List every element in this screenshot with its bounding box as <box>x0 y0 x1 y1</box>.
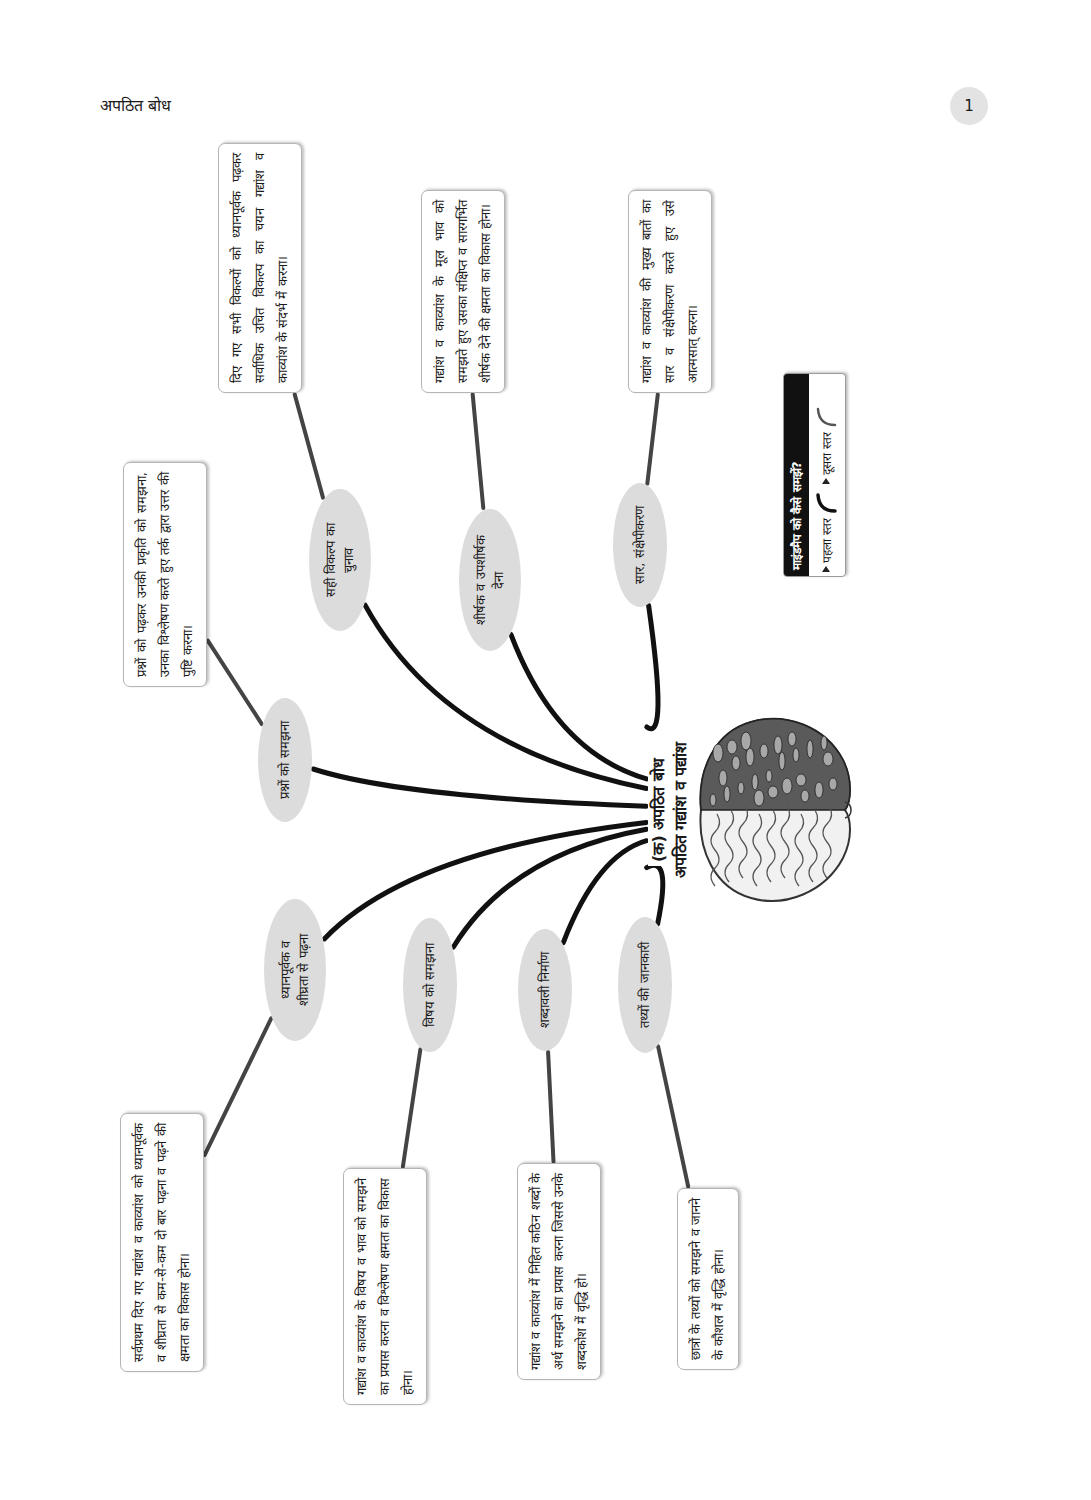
description-box: गद्यांश व काव्यांश में निहित कठिन शब्दों… <box>517 1163 601 1380</box>
page-number-circle: 1 <box>950 87 988 125</box>
main-branch-connector <box>511 635 647 779</box>
ellipse-text-wrap: शब्दावली निर्माण <box>536 952 554 1028</box>
branch-label: सही विकल्प का चुनाव <box>322 515 358 605</box>
page-number: 1 <box>964 97 974 115</box>
legend-row: पहला स्तर दूसरा स्तर <box>809 374 845 576</box>
sub-branch-connector <box>205 1018 272 1155</box>
page-header: अपठित बोध <box>100 94 171 116</box>
central-title: अपठित गद्यांश व पद्यांश <box>670 738 692 883</box>
branch-label: प्रश्नों को समझना <box>276 721 294 798</box>
description-text: गद्यांश व काव्यांश की मुख्य बातों का सार… <box>636 200 704 383</box>
description-box: प्रश्नों को पढ़कर उनकी प्रकृति को समझना,… <box>123 462 207 687</box>
branch-ellipse: सार, संक्षेपीकरण <box>613 483 667 607</box>
ellipse-text-wrap: ध्यानपूर्वक व शीघ्रता से पढ़ना <box>277 925 313 1015</box>
branch-ellipse: शीर्षक व उपशीर्षक देना <box>459 509 521 652</box>
branch-label: शब्दावली निर्माण <box>536 952 554 1028</box>
description-box: गद्यांश व काव्यांश के विषय व भाव को समझन… <box>343 1168 427 1405</box>
main-branch-connector <box>647 605 658 728</box>
main-branch-connector <box>647 865 663 924</box>
branch-label: विषय को समझना <box>421 943 439 1027</box>
description-text: छात्रों के तथ्यों को समझने व जानने के कौ… <box>685 1198 731 1360</box>
sub-branch-connector <box>403 1049 421 1166</box>
branch-label: ध्यानपूर्वक व शीघ्रता से पढ़ना <box>277 925 313 1015</box>
branch-ellipse: विषय को समझना <box>403 918 457 1052</box>
central-topic: (क) अपठित बोधअपठित गद्यांश व पद्यांश <box>648 705 858 915</box>
legend-bullet <box>822 566 830 572</box>
description-box: गद्यांश व काव्यांश के मूल भाव को समझते ह… <box>421 190 505 393</box>
legend-text: दूसरा स्तर <box>818 432 835 475</box>
ellipse-text-wrap: तथ्यों की जानकारी <box>636 942 654 1027</box>
brain-folds <box>710 732 837 886</box>
brain-illustration <box>693 710 858 910</box>
description-text: गद्यांश व काव्यांश में निहित कठिन शब्दों… <box>525 1173 593 1370</box>
ellipse-text-wrap: प्रश्नों को समझना <box>276 721 294 798</box>
ellipse-text-wrap: सही विकल्प का चुनाव <box>322 515 358 605</box>
description-box: छात्रों के तथ्यों को समझने व जानने के कौ… <box>677 1188 739 1370</box>
branch-ellipse: तथ्यों की जानकारी <box>618 917 672 1052</box>
brain-outline <box>701 719 851 901</box>
branch-ellipse: सही विकल्प का चुनाव <box>309 489 371 632</box>
description-box: दिए गए सभी विकल्पों को ध्यानपूर्वक पढ़कर… <box>218 143 302 393</box>
sub-branch-connector <box>208 641 262 724</box>
central-title: (क) अपठित बोध <box>648 754 670 866</box>
legend-bullet <box>822 478 830 484</box>
brain-stem <box>845 802 851 818</box>
description-text: दिए गए सभी विकल्पों को ध्यानपूर्वक पढ़कर… <box>226 153 294 383</box>
description-box: सर्वप्रथम दिए गए गद्यांश व काव्यांश को ध… <box>120 1113 204 1372</box>
legend-item: दूसरा स्तर <box>815 405 837 484</box>
sub-branch-connector <box>295 394 323 497</box>
description-text: प्रश्नों को पढ़कर उनकी प्रकृति को समझना,… <box>131 472 199 677</box>
legend-line-sample <box>815 491 837 515</box>
mindmap-rotated-area: (क) अपठित बोधअपठित गद्यांश व पद्यांश ध्या… <box>100 130 920 1430</box>
branch-ellipse: प्रश्नों को समझना <box>258 698 312 822</box>
ellipse-text-wrap: सार, संक्षेपीकरण <box>631 506 649 583</box>
description-text: सर्वप्रथम दिए गए गद्यांश व काव्यांश को ध… <box>128 1123 196 1362</box>
branch-label: शीर्षक व उपशीर्षक देना <box>472 535 508 625</box>
sub-branch-connector <box>658 1046 688 1186</box>
branch-ellipse: शब्दावली निर्माण <box>518 929 572 1051</box>
branch-label: सार, संक्षेपीकरण <box>631 506 649 583</box>
ellipse-text-wrap: विषय को समझना <box>421 943 439 1027</box>
description-box: गद्यांश व काव्यांश की मुख्य बातों का सार… <box>628 190 712 393</box>
sub-branch-connector <box>647 395 658 484</box>
description-text: गद्यांश व काव्यांश के विषय व भाव को समझन… <box>351 1178 419 1395</box>
legend-line-sample <box>815 405 837 429</box>
sub-branch-connector <box>473 395 484 509</box>
branch-ellipse: ध्यानपूर्वक व शीघ्रता से पढ़ना <box>264 899 326 1042</box>
brain-right-half <box>701 719 851 810</box>
legend-heading: माइंडमैप को कैसे समझें? <box>784 374 809 576</box>
description-text: गद्यांश व काव्यांश के मूल भाव को समझते ह… <box>429 200 497 383</box>
ellipse-text-wrap: शीर्षक व उपशीर्षक देना <box>472 535 508 625</box>
legend-text: पहला स्तर <box>818 518 835 563</box>
branch-label: तथ्यों की जानकारी <box>636 942 654 1027</box>
sub-branch-connector <box>548 1052 553 1161</box>
legend-box: माइंडमैप को कैसे समझें? पहला स्तर दूसरा स्… <box>783 373 846 577</box>
legend-item: पहला स्तर <box>815 491 837 572</box>
